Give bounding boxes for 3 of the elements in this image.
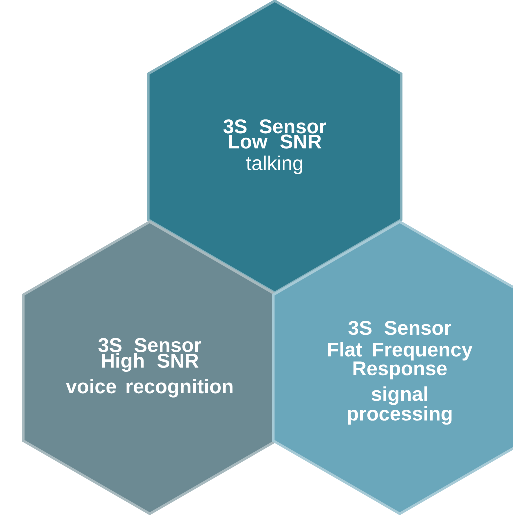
hexagon-label: 3S Sensor Low SNR talking xyxy=(224,120,326,174)
hexagon-label: 3S Sensor Flat Frequency Response signal processing xyxy=(328,321,473,425)
hexagon-label: 3S Sensor High SNR voice recognition xyxy=(66,338,233,398)
